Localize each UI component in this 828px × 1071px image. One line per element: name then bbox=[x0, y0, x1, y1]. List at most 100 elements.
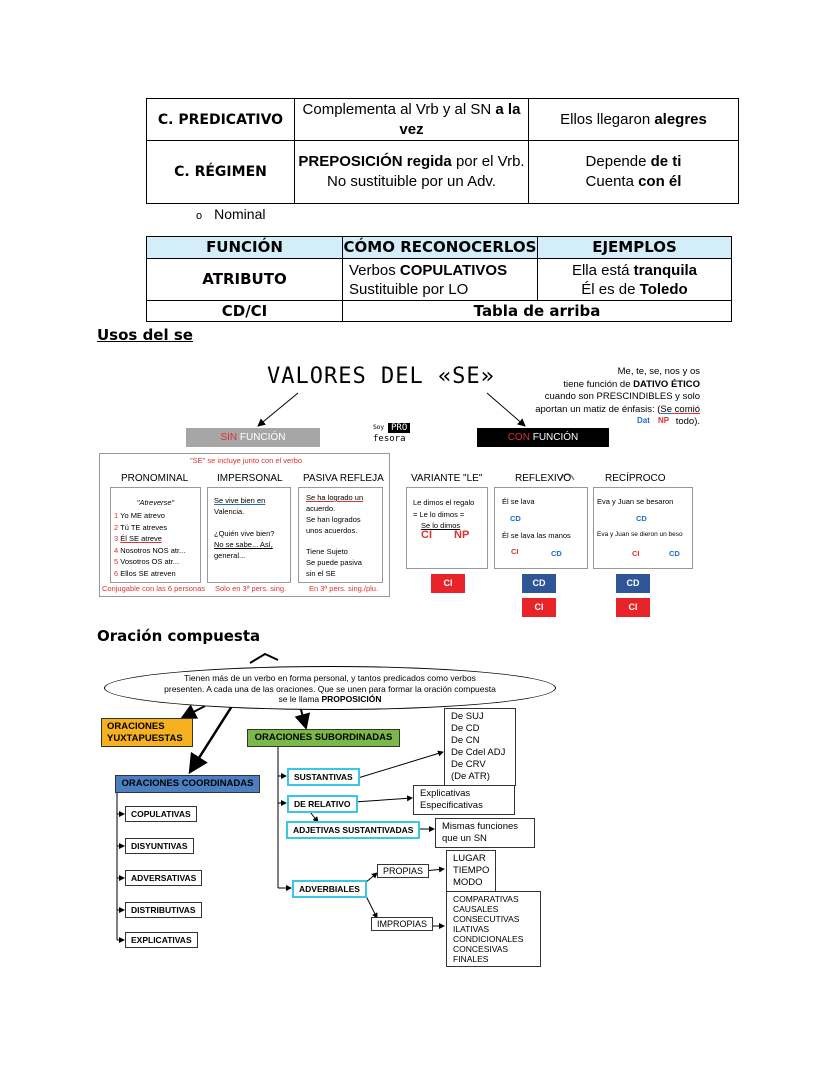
desc-text: por el Vrb. bbox=[451, 153, 525, 170]
pron-text: Tú TE atreves bbox=[120, 522, 168, 532]
col-variante: VARIANTE "LE" bbox=[411, 473, 483, 484]
dativo-text: aportan un matiz de énfasis: ( bbox=[535, 403, 661, 415]
coord-explicativas: EXPLICATIVAS bbox=[125, 932, 198, 948]
coord-copulativas: COPULATIVAS bbox=[125, 806, 197, 822]
list-item: LUGAR bbox=[453, 853, 486, 864]
ref-ci: CI bbox=[511, 547, 519, 556]
ref-cd: CD bbox=[510, 514, 521, 523]
sin-rest: FUNCIÓN bbox=[237, 432, 286, 443]
list-item: (De ATR) bbox=[451, 771, 490, 782]
pron-text: Él SE atreve bbox=[120, 534, 162, 543]
ex-text: Él es de bbox=[581, 280, 640, 298]
ref-line: Él se lava bbox=[502, 497, 535, 506]
adverbiales-box: ADVERBIALES bbox=[292, 880, 367, 898]
ellipse-text: se le llama bbox=[278, 694, 322, 704]
variante-box: Le dimos el regalo = Le lo dimos = Se lo… bbox=[406, 487, 488, 569]
subordinadas-box: ORACIONES SUBORDINADAS bbox=[247, 729, 400, 747]
fesora-text: fesora bbox=[373, 434, 406, 444]
reflexivo-box: Él se lava CD Él se lava las manos CI CD bbox=[494, 487, 588, 569]
pron-num: 2 bbox=[114, 522, 119, 532]
ex-bold: con él bbox=[638, 173, 682, 190]
ellipse-line: Tienen más de un verbo en forma personal… bbox=[184, 673, 476, 683]
dativo-se: Se bbox=[660, 403, 673, 415]
dativo-text: tiene función de bbox=[563, 378, 634, 390]
con-funcion-header: CON FUNCIÓN bbox=[477, 428, 609, 447]
soy-text: Soy bbox=[373, 424, 385, 431]
list-item: De CD bbox=[451, 723, 480, 734]
impersonal-box: Se vive bien en Valencia. ¿Quién vive bi… bbox=[207, 487, 291, 583]
impropias-box: IMPROPIAS bbox=[371, 917, 434, 931]
adjetivas-list: Mismas funciones que un SN bbox=[435, 818, 535, 848]
imp-line: No se sabe... Así, bbox=[214, 540, 273, 549]
pron-num: 6 bbox=[114, 568, 119, 578]
cdci-note: Tabla de arriba bbox=[342, 300, 732, 322]
dativo-text: todo). bbox=[675, 416, 700, 427]
imp-spacer bbox=[214, 517, 290, 528]
relativo-list: Explicativas Especificativas bbox=[413, 785, 515, 815]
list-item: TIEMPO bbox=[453, 865, 490, 876]
regimen-label: C. RÉGIMEN bbox=[146, 140, 295, 204]
imp-line: ¿Quién vive bien? bbox=[214, 529, 275, 538]
yuxta-line: ORACIONES bbox=[107, 721, 165, 732]
dativo-comio: comió bbox=[672, 403, 700, 415]
sin-funcion-header: SIN FUNCIÓN bbox=[186, 428, 320, 447]
dativo-line: Me, te, se, nos y os bbox=[617, 366, 700, 377]
pas-line: Se han logrados bbox=[306, 515, 361, 524]
ex-text: Cuenta bbox=[585, 173, 639, 190]
foot-pronominal: Conjugable con las 6 personas bbox=[102, 584, 205, 593]
col-pronominal: PRONOMINAL bbox=[121, 473, 189, 484]
ex-bold: de ti bbox=[650, 153, 682, 170]
ellipse-line: se le llama PROPOSICIÓN bbox=[105, 694, 555, 705]
pas-lines: Se ha logrado un acuerdo. Se han logrado… bbox=[299, 488, 382, 579]
ref-line: Él se lava las manos bbox=[502, 531, 571, 540]
list-item: MODO bbox=[453, 877, 483, 888]
se-diagram-title: VALORES DEL «SE» bbox=[267, 364, 495, 389]
list-item: ILATIVAS bbox=[453, 924, 490, 934]
pas-line: sin el SE bbox=[306, 569, 336, 578]
pron-text: Ellos SE atreven bbox=[120, 568, 176, 578]
list-item: CAUSALES bbox=[453, 904, 499, 914]
dativo-line: aportan un matiz de énfasis: (Se comió t… bbox=[512, 404, 700, 429]
dativo-etico-note: Me, te, se, nos y os tiene función de DA… bbox=[512, 366, 700, 429]
nominal-table: FUNCIÓN CÓMO RECONOCERLOS EJEMPLOS ATRIB… bbox=[146, 236, 732, 322]
col-impersonal: IMPERSONAL bbox=[217, 473, 283, 484]
coord-disyuntivas: DISYUNTIVAS bbox=[125, 838, 194, 854]
how-bold: COPULATIVOS bbox=[399, 261, 508, 279]
predicativo-label: C. PREDICATIVO bbox=[146, 98, 295, 141]
header-funcion: FUNCIÓN bbox=[146, 236, 343, 259]
col-reciproco: RECÍPROCO bbox=[605, 473, 666, 484]
coord-distributivas: DISTRIBUTIVAS bbox=[125, 902, 202, 918]
list-item: De CN bbox=[451, 735, 480, 746]
pron-line: 1 Yo ME atrevo bbox=[114, 510, 200, 522]
list-item: De CRV bbox=[451, 759, 486, 770]
pron-lines: 1 Yo ME atrevo 2 Tú TE atreves 3 Él SE a… bbox=[111, 510, 200, 579]
pron-num: 3 bbox=[114, 534, 119, 543]
reciproco-box: Eva y Juan se besaron CD Eva y Juan se d… bbox=[593, 487, 693, 569]
variante-ci-badge: CI bbox=[431, 574, 465, 593]
con-red: CON bbox=[507, 432, 530, 443]
sustantivas-box: SUSTANTIVAS bbox=[287, 768, 360, 786]
list-item: De Cdel ADJ bbox=[451, 747, 506, 758]
var-line: Se lo dimos bbox=[421, 521, 461, 530]
pron-num: 1 bbox=[114, 511, 119, 520]
header-como: CÓMO RECONOCERLOS bbox=[342, 236, 538, 259]
list-item: CONSECUTIVAS bbox=[453, 914, 520, 924]
ex-bold: tranquila bbox=[633, 261, 698, 279]
list-item: COMPARATIVAS bbox=[453, 894, 519, 904]
foot-impersonal: Solo en 3ª pers. sing. bbox=[215, 584, 287, 593]
desc-text: Complementa al Vrb y al SN bbox=[302, 100, 496, 118]
rec-cd2: CD bbox=[669, 549, 680, 558]
table-header-row: FUNCIÓN CÓMO RECONOCERLOS EJEMPLOS bbox=[146, 236, 732, 259]
impropias-list: COMPARATIVAS CAUSALES CONSECUTIVAS ILATI… bbox=[446, 891, 541, 967]
pron-line: 6 Ellos SE atreven bbox=[114, 568, 200, 580]
definition-ellipse: Tienen más de un verbo en forma personal… bbox=[104, 666, 556, 710]
predicativo-example: Ellos llegaron alegres bbox=[528, 98, 739, 141]
yuxta-line: YUXTAPUESTAS bbox=[107, 733, 183, 744]
pas-line: acuerdo. bbox=[306, 504, 336, 513]
col-reflexivo: REFLEXIVO bbox=[515, 473, 572, 484]
list-item: que un SN bbox=[442, 833, 487, 844]
propias-box: PROPIAS bbox=[377, 864, 430, 878]
